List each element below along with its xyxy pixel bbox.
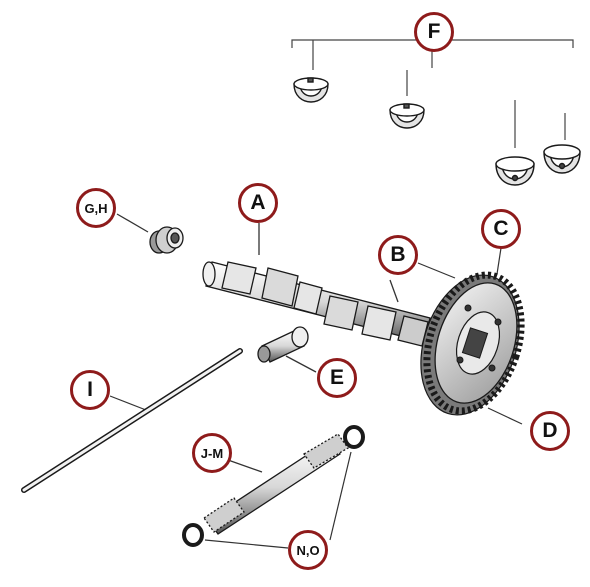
callout-c[interactable]: C [481, 209, 521, 249]
bearing-shell-2 [389, 103, 425, 129]
bearing-shell-1 [293, 77, 329, 103]
stud-part [203, 433, 349, 535]
callout-gh[interactable]: G,H [76, 188, 116, 228]
callout-e[interactable]: E [317, 358, 357, 398]
camshaft [202, 223, 431, 347]
pushrod-part [21, 348, 243, 493]
callout-a[interactable]: A [238, 183, 278, 223]
callout-b[interactable]: B [378, 235, 418, 275]
bearing-shell-4 [543, 144, 581, 174]
plug-part [116, 213, 184, 254]
camshaft-gear [417, 247, 525, 425]
tappet-part [257, 326, 317, 373]
callout-f[interactable]: F [414, 12, 454, 52]
bearing-shell-3 [495, 156, 535, 186]
nut-parts [182, 425, 365, 549]
callout-jm[interactable]: J-M [192, 433, 232, 473]
bearing-shells-group [291, 39, 574, 148]
callout-no[interactable]: N,O [288, 530, 328, 570]
callout-d[interactable]: D [530, 411, 570, 451]
callout-i[interactable]: I [70, 370, 110, 410]
